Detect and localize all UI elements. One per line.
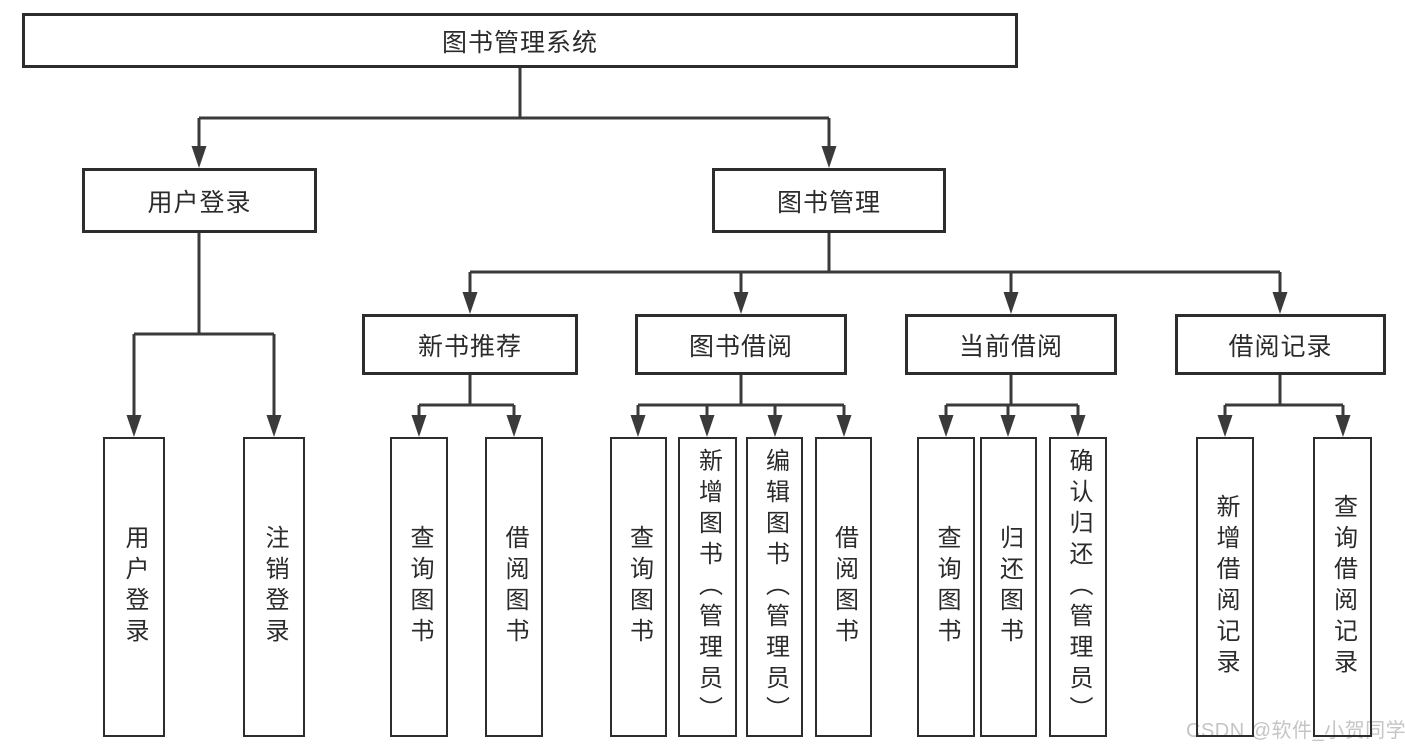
arrowhead bbox=[1000, 415, 1016, 437]
leaf-borrow-books: 借阅图书 bbox=[815, 437, 872, 737]
node-new-book-recommendation: 新书推荐 bbox=[362, 314, 578, 375]
leaf-confirm-return-admin-label: 确认归还（管理员） bbox=[1065, 447, 1092, 727]
csdn-watermark: CSDN @软件_小贺同学 bbox=[1186, 720, 1405, 742]
leaf-return-books-label: 归还图书 bbox=[995, 525, 1023, 649]
arrowhead bbox=[699, 415, 715, 437]
arrowhead bbox=[630, 415, 646, 437]
arrowhead bbox=[411, 415, 427, 437]
arrowhead bbox=[821, 146, 837, 168]
arrowhead bbox=[733, 292, 749, 314]
leaf-query-books-current: 查询图书 bbox=[917, 437, 975, 737]
leaf-borrow-books-recommend-label: 借阅图书 bbox=[501, 525, 528, 649]
leaf-logout-label: 注销登录 bbox=[261, 525, 288, 649]
arrowheads bbox=[126, 146, 1351, 437]
leaf-query-books-borrow-label: 查询图书 bbox=[625, 525, 653, 649]
arrowhead bbox=[1272, 292, 1288, 314]
arrowhead bbox=[266, 415, 282, 437]
leaf-borrow-books-recommend: 借阅图书 bbox=[485, 437, 543, 737]
arrowhead bbox=[1335, 415, 1351, 437]
node-borrowing-records: 借阅记录 bbox=[1175, 314, 1386, 375]
node-book-borrowing: 图书借阅 bbox=[635, 314, 847, 375]
arrowhead bbox=[938, 415, 954, 437]
leaf-add-books-admin-label: 新增图书（管理员） bbox=[694, 447, 722, 727]
leaf-confirm-return-admin: 确认归还（管理员） bbox=[1049, 437, 1107, 737]
arrowhead bbox=[1003, 292, 1019, 314]
leaf-query-books-recommend: 查询图书 bbox=[390, 437, 448, 737]
leaf-edit-books-admin-label: 编辑图书（管理员） bbox=[761, 447, 789, 727]
arrowhead bbox=[506, 415, 522, 437]
leaf-return-books: 归还图书 bbox=[980, 437, 1037, 737]
arrowhead bbox=[191, 146, 207, 168]
leaf-query-books-recommend-label: 查询图书 bbox=[406, 525, 433, 649]
arrowhead bbox=[462, 292, 478, 314]
leaf-user-login-label: 用户登录 bbox=[121, 525, 148, 649]
node-book-management: 图书管理 bbox=[712, 168, 946, 233]
node-library-management-system: 图书管理系统 bbox=[22, 13, 1018, 68]
leaf-add-books-admin: 新增图书（管理员） bbox=[678, 437, 737, 737]
arrowhead bbox=[1217, 415, 1233, 437]
node-current-borrowing: 当前借阅 bbox=[905, 314, 1117, 375]
leaf-query-books-borrow: 查询图书 bbox=[610, 437, 667, 737]
arrowhead bbox=[126, 415, 142, 437]
leaf-add-borrow-record-label: 新增借阅记录 bbox=[1212, 494, 1239, 680]
arrowhead bbox=[1070, 415, 1086, 437]
leaf-query-borrow-record: 查询借阅记录 bbox=[1313, 437, 1372, 737]
leaf-edit-books-admin: 编辑图书（管理员） bbox=[746, 437, 803, 737]
leaf-query-books-current-label: 查询图书 bbox=[933, 525, 960, 649]
arrowhead bbox=[767, 415, 783, 437]
leaf-add-borrow-record: 新增借阅记录 bbox=[1196, 437, 1254, 737]
leaf-query-borrow-record-label: 查询借阅记录 bbox=[1329, 494, 1357, 680]
leaf-logout: 注销登录 bbox=[243, 437, 305, 737]
node-user-login: 用户登录 bbox=[82, 168, 317, 233]
leaf-user-login: 用户登录 bbox=[103, 437, 165, 737]
arrowhead bbox=[836, 415, 852, 437]
leaf-borrow-books-label: 借阅图书 bbox=[830, 525, 858, 649]
